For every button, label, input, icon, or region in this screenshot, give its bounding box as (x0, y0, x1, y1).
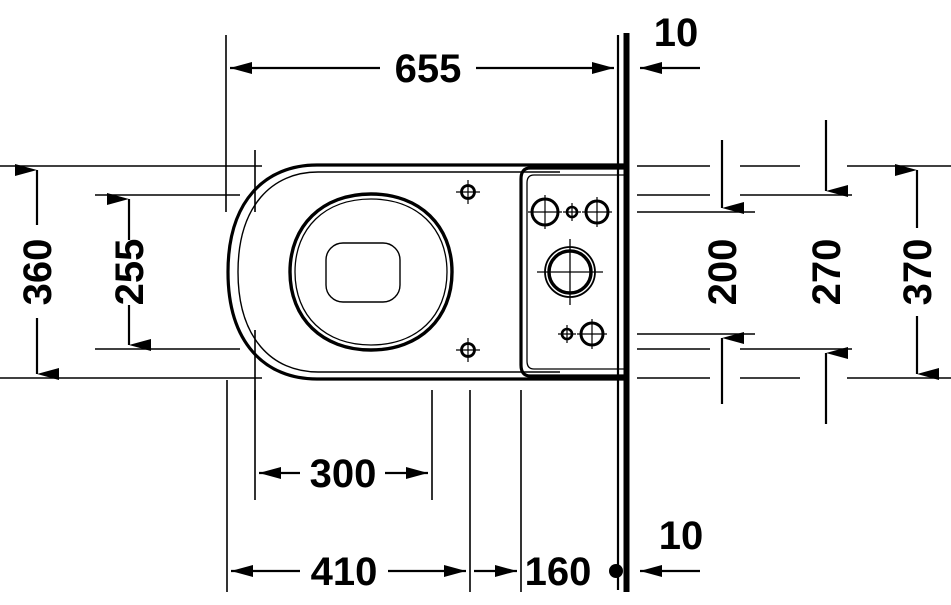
dim-255-label: 255 (108, 239, 152, 306)
dimension-255: 255 (107, 193, 152, 351)
dimension-10-top: 10 (640, 11, 700, 74)
dimension-160: 160 (474, 550, 623, 594)
dimension-370: 370 (895, 164, 940, 380)
dimension-270: 270 (805, 120, 849, 424)
back-plate-outline (519, 166, 625, 378)
dim-10-bottom-label: 10 (659, 514, 704, 558)
dim-270-label: 270 (805, 239, 849, 306)
dim-410-label: 410 (311, 550, 378, 594)
toilet-outer-outline (226, 163, 625, 381)
dimension-655: 655 (230, 47, 614, 91)
wall-group (616, 33, 630, 592)
dim-160-label: 160 (525, 550, 592, 594)
dim-360-label: 360 (16, 239, 60, 306)
dimension-300: 300 (259, 452, 428, 496)
bowl-flush-aperture (325, 242, 401, 303)
bowl-opening-inner (294, 198, 448, 346)
toilet-inner-rim-outline (237, 171, 560, 373)
dim-160-terminator-dot (609, 564, 623, 578)
dim-655-label: 655 (395, 47, 462, 91)
dimension-10-bottom: 10 (640, 514, 704, 577)
dimension-410: 410 (231, 550, 466, 594)
dimension-360: 360 (15, 164, 60, 380)
dim-200-label: 200 (701, 239, 745, 306)
dimension-200: 200 (701, 140, 745, 404)
dim-10-top-label: 10 (654, 11, 699, 55)
back-plate-inner-outline (526, 174, 625, 370)
toilet-body-group (226, 163, 625, 381)
dim-370-label: 370 (896, 239, 940, 306)
dim-300-label: 300 (310, 452, 377, 496)
bowl-opening-outer (288, 192, 454, 352)
